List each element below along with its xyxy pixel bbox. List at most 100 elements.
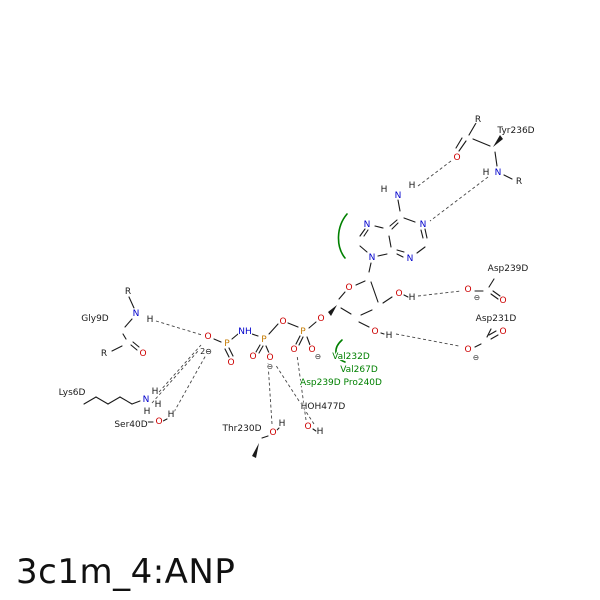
atom-label: H xyxy=(409,181,416,191)
atom-label: H xyxy=(168,410,175,420)
bond xyxy=(312,428,317,432)
bond xyxy=(488,330,497,336)
figure-title: 3c1m_4:ANP xyxy=(16,552,236,592)
atom-label: N xyxy=(364,220,371,230)
charge-label: ⊖ xyxy=(473,353,479,362)
bond xyxy=(363,229,369,237)
atom-label: O xyxy=(499,296,506,306)
bond xyxy=(224,348,230,358)
bond xyxy=(124,318,133,328)
residue-label: Lys6D xyxy=(59,388,86,398)
atom-label: N xyxy=(133,309,140,319)
atom-label: O xyxy=(304,422,311,432)
atom-label: H xyxy=(155,400,162,410)
charge-label: ⊖ xyxy=(474,293,480,302)
bond xyxy=(370,281,379,303)
bond xyxy=(213,338,222,343)
charge-label: ⊖ xyxy=(267,362,273,371)
r-group-label: R xyxy=(516,177,522,187)
bond xyxy=(261,435,269,439)
bond xyxy=(424,228,428,239)
bond xyxy=(128,296,135,309)
hydrogen-bond-dash xyxy=(155,320,203,336)
bond xyxy=(403,217,416,223)
bond xyxy=(388,235,392,248)
bond xyxy=(382,296,393,304)
charge-label: ⊖ xyxy=(315,352,321,361)
atom-label: NH xyxy=(238,327,252,337)
bond xyxy=(458,140,467,152)
r-group-label: R xyxy=(125,287,131,297)
atom-label: H xyxy=(386,331,393,341)
atom-label: O xyxy=(371,327,378,337)
hydrogen-bond-dash xyxy=(417,160,452,187)
residue-label: Thr230D xyxy=(221,424,261,434)
hydrogen-bond-dash xyxy=(151,350,199,404)
bond xyxy=(380,332,385,335)
bond xyxy=(308,321,317,329)
bond xyxy=(122,333,127,340)
atom-label: H xyxy=(317,427,324,437)
atom-label: P xyxy=(261,335,267,345)
bond xyxy=(119,396,133,405)
atom-label: H xyxy=(279,419,286,429)
hydrogen-bond-dash xyxy=(395,333,460,347)
bond xyxy=(420,229,424,239)
bond xyxy=(228,347,234,357)
hydrogen-bond-dash xyxy=(267,362,273,425)
bond xyxy=(474,343,482,348)
bond xyxy=(374,225,384,229)
atom-label: O xyxy=(204,332,211,342)
atom-label: N xyxy=(407,254,414,264)
bond xyxy=(359,245,368,253)
bond xyxy=(389,219,398,227)
bond xyxy=(488,278,495,288)
bond xyxy=(306,336,311,346)
bond xyxy=(360,309,373,316)
atom-label: O xyxy=(395,289,402,299)
bond xyxy=(468,122,477,136)
atom-label: O xyxy=(266,353,273,363)
hydrogen-bond-dash xyxy=(417,290,462,297)
atom-label: H xyxy=(381,185,388,195)
bond xyxy=(490,334,499,340)
residue-label: Asp231D xyxy=(476,314,517,324)
bond xyxy=(107,396,121,405)
bond xyxy=(130,344,138,351)
bond xyxy=(503,174,513,180)
bond xyxy=(131,400,141,405)
bond xyxy=(265,345,270,354)
bond xyxy=(472,138,491,147)
atom-label: H xyxy=(409,293,416,303)
bond xyxy=(391,222,399,230)
bond xyxy=(132,341,140,348)
atom-label: O xyxy=(249,352,256,362)
residue-label: Ser40D xyxy=(114,420,147,430)
atom-label: O xyxy=(290,345,297,355)
wedge-bond xyxy=(493,135,503,147)
hydrophobic-contact-arc xyxy=(335,339,346,363)
bond xyxy=(95,396,109,405)
r-group-label: R xyxy=(101,349,107,359)
bond xyxy=(83,396,97,405)
bond xyxy=(490,293,499,300)
bond xyxy=(494,151,498,167)
bond xyxy=(397,199,401,212)
atom-label: H xyxy=(147,315,154,325)
atom-label: O xyxy=(345,283,352,293)
hydrogen-bond-dash xyxy=(158,344,202,393)
atom-label: N xyxy=(369,253,376,263)
atom-label: O xyxy=(317,314,324,324)
r-group-label: R xyxy=(475,115,481,125)
bond xyxy=(416,246,426,254)
hydrogen-bond-dash xyxy=(173,354,207,413)
bond xyxy=(396,249,405,253)
wedge-bond xyxy=(252,443,259,458)
bond xyxy=(340,307,352,315)
bond xyxy=(486,328,492,338)
atom-label: N xyxy=(395,191,402,201)
bond xyxy=(111,345,123,352)
atom-label: P xyxy=(224,339,230,349)
